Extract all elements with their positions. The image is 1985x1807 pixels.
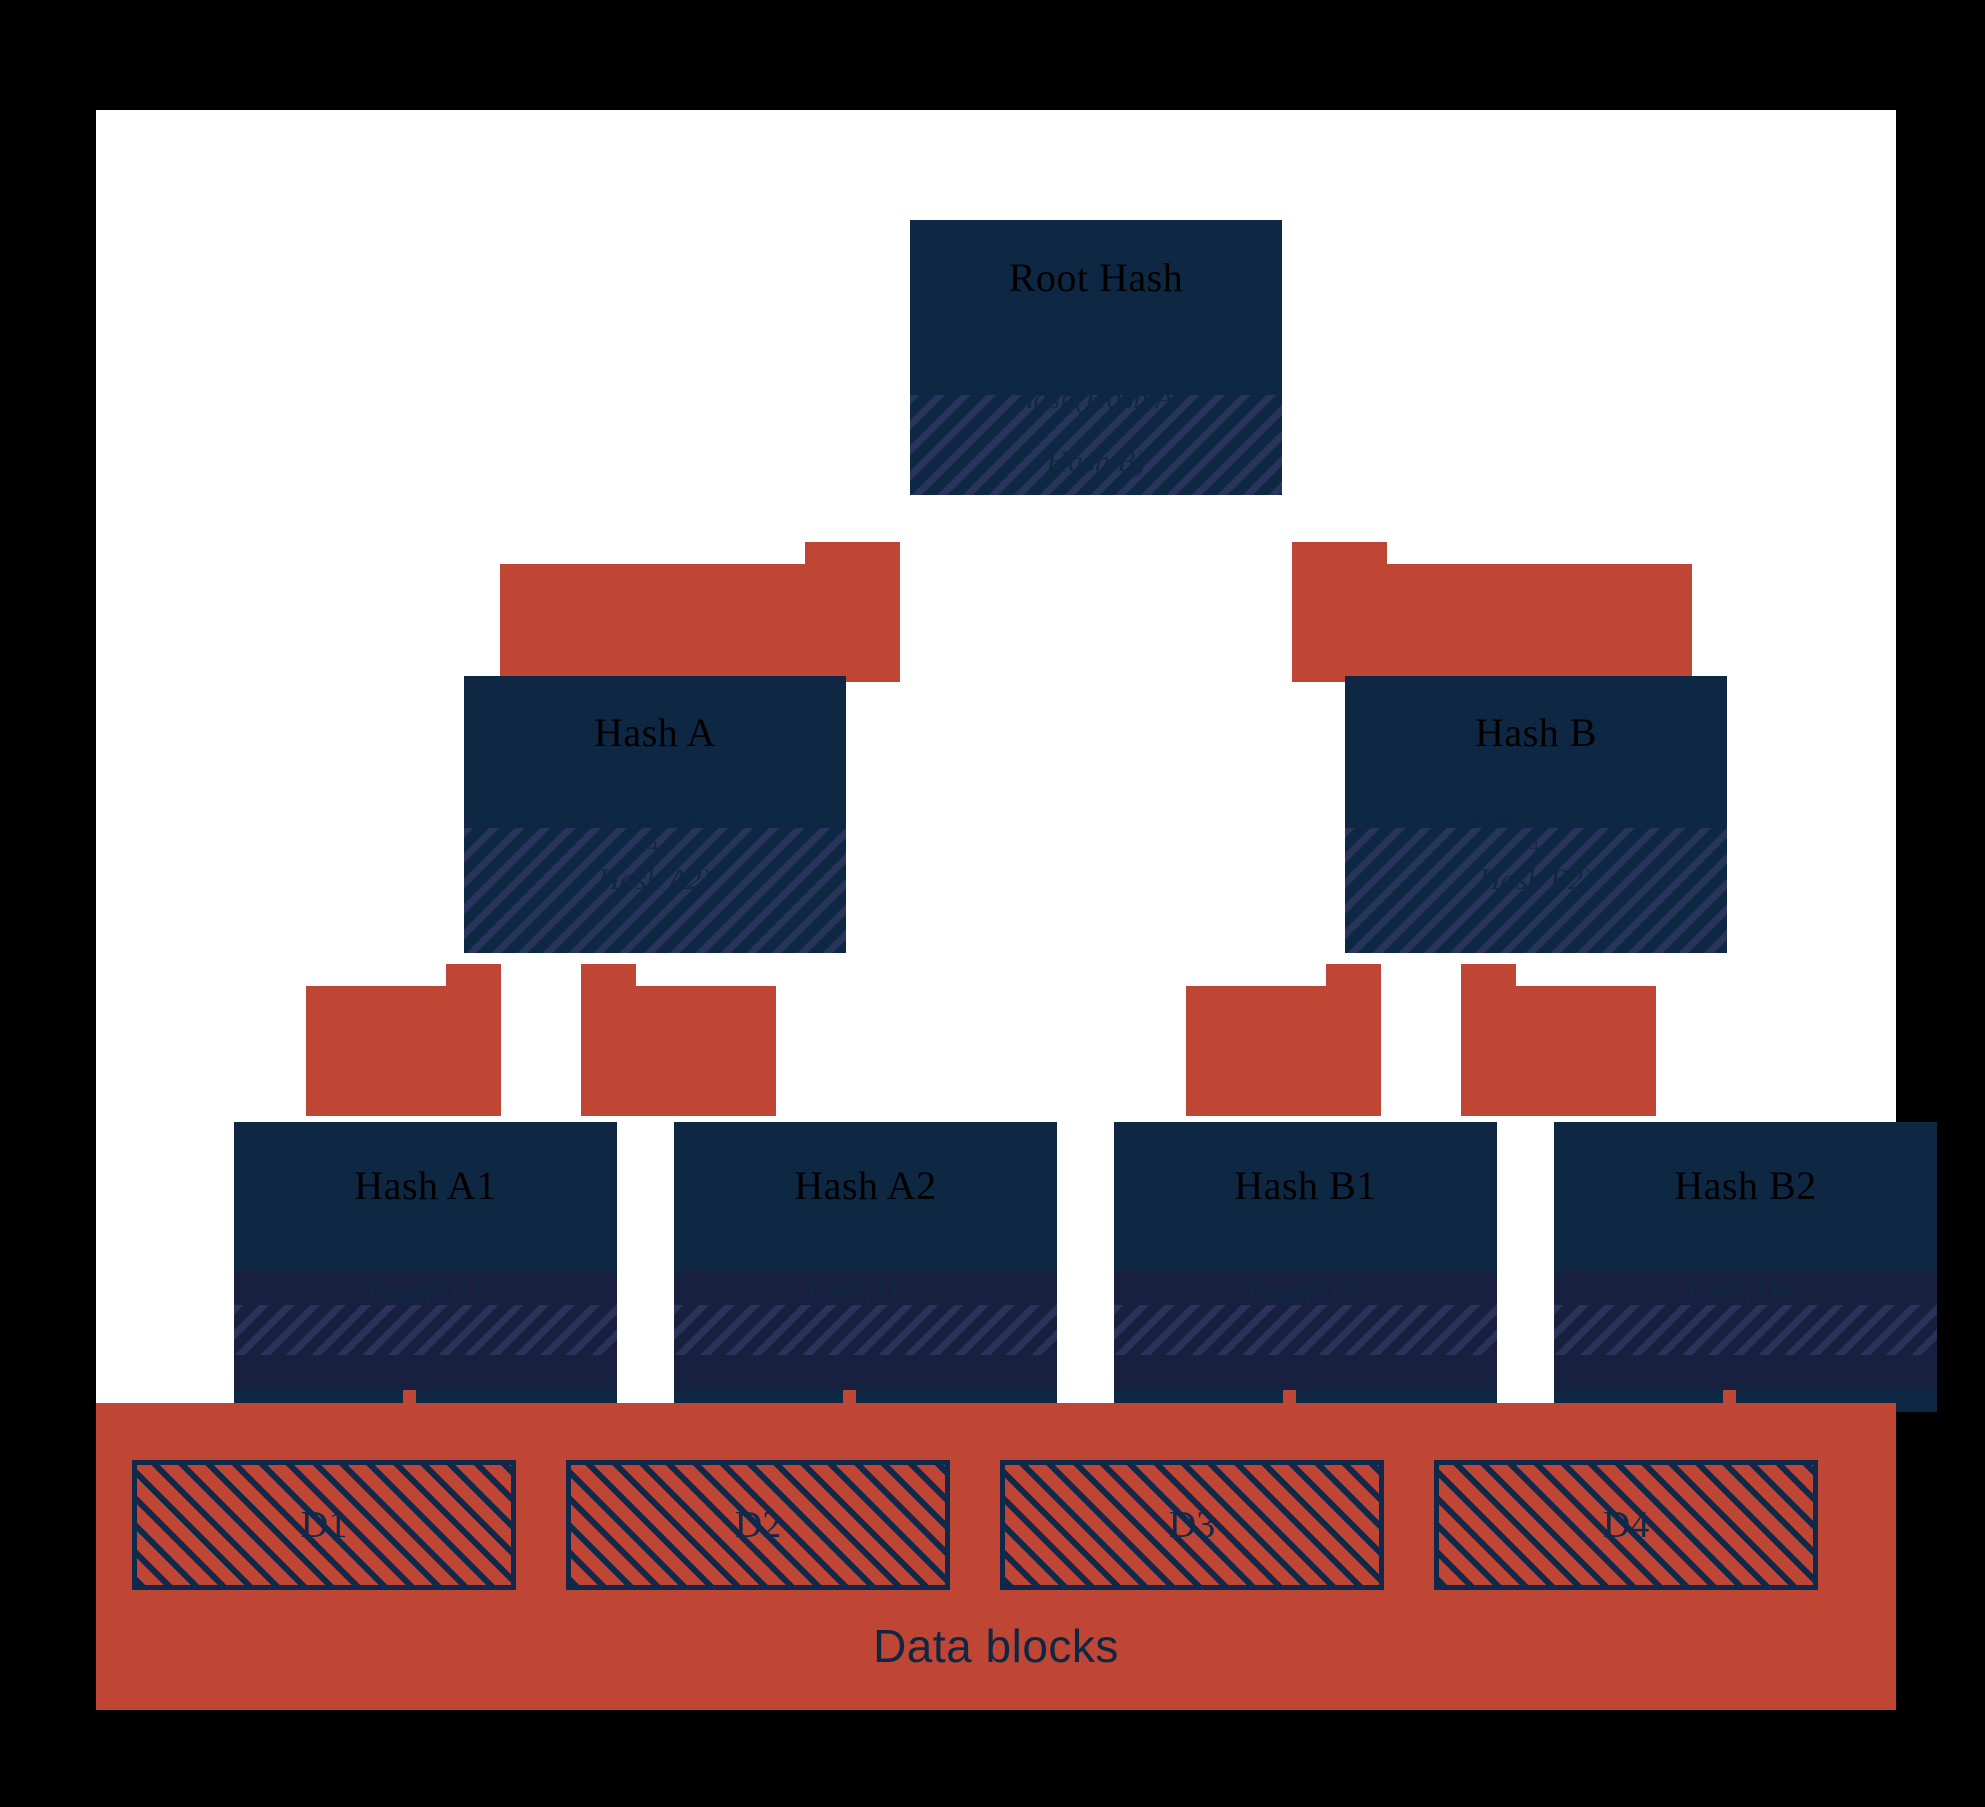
node-hash-a-formula: hash(Hash A1 + Hash A2) xyxy=(569,800,741,896)
node-hash-b1[interactable]: Hash B1 hash(D3) xyxy=(1114,1122,1497,1412)
node-hash-a1-formula: hash(D1) xyxy=(368,1275,483,1308)
node-hash-a1[interactable]: Hash A1 hash(D1) xyxy=(234,1122,617,1412)
diagram-plate: Root Hash hash(Hash A + Hash B) xyxy=(96,110,1937,1710)
node-hash-b1-title: Hash B1 xyxy=(1234,1163,1377,1208)
data-block-d3[interactable]: D3 xyxy=(1000,1460,1384,1590)
node-hash-b2-title: Hash B2 xyxy=(1674,1163,1817,1208)
arrow-root-to-hash-a xyxy=(500,542,900,682)
node-hash-b1-formula: hash(D3) xyxy=(1248,1275,1363,1308)
node-hash-a-title: Hash A xyxy=(594,710,716,755)
node-hash-a2-formula: hash(D2) xyxy=(808,1275,923,1308)
node-hash-a[interactable]: Hash A hash(Hash A1 + Hash A2) xyxy=(464,676,846,953)
node-hash-b2[interactable]: Hash B2 hash(D4) xyxy=(1554,1122,1937,1412)
node-hash-b-title: Hash B xyxy=(1475,710,1597,755)
data-block-d1-label: D1 xyxy=(300,1504,348,1546)
node-hash-a1-title: Hash A1 xyxy=(354,1163,497,1208)
arrow-root-to-hash-b xyxy=(1292,542,1692,682)
node-hash-a2-title: Hash A2 xyxy=(794,1163,937,1208)
data-block-d4-label: D4 xyxy=(1602,1504,1650,1546)
node-hash-b[interactable]: Hash B hash(Hash B1 + Hash B2) xyxy=(1345,676,1727,953)
node-root-hash-formula: hash(Hash A + Hash B) xyxy=(1018,382,1174,478)
arrow-hash-a-to-leaf-1 xyxy=(306,964,501,1116)
data-block-d2[interactable]: D2 xyxy=(566,1460,950,1590)
data-block-d2-label: D2 xyxy=(734,1504,782,1546)
node-hash-b2-formula: hash(D4) xyxy=(1688,1275,1803,1308)
arrow-hash-b-to-leaf-3 xyxy=(1186,964,1381,1116)
arrow-hash-a-to-leaf-2 xyxy=(581,964,776,1116)
data-block-d3-label: D3 xyxy=(1168,1504,1216,1546)
node-root-hash-title: Root Hash xyxy=(1008,255,1184,300)
node-root-hash[interactable]: Root Hash hash(Hash A + Hash B) xyxy=(910,220,1282,495)
data-block-d4[interactable]: D4 xyxy=(1434,1460,1818,1590)
node-hash-a2[interactable]: Hash A2 hash(D2) xyxy=(674,1122,1057,1412)
data-blocks-caption: Data blocks xyxy=(873,1620,1119,1672)
arrow-hash-b-to-leaf-4 xyxy=(1461,964,1656,1116)
node-hash-b-formula: hash(Hash B1 + Hash B2) xyxy=(1450,800,1622,896)
data-blocks-panel: D1 D2 D3 D4 Data blocks xyxy=(96,1403,1896,1710)
data-block-d1[interactable]: D1 xyxy=(132,1460,516,1590)
